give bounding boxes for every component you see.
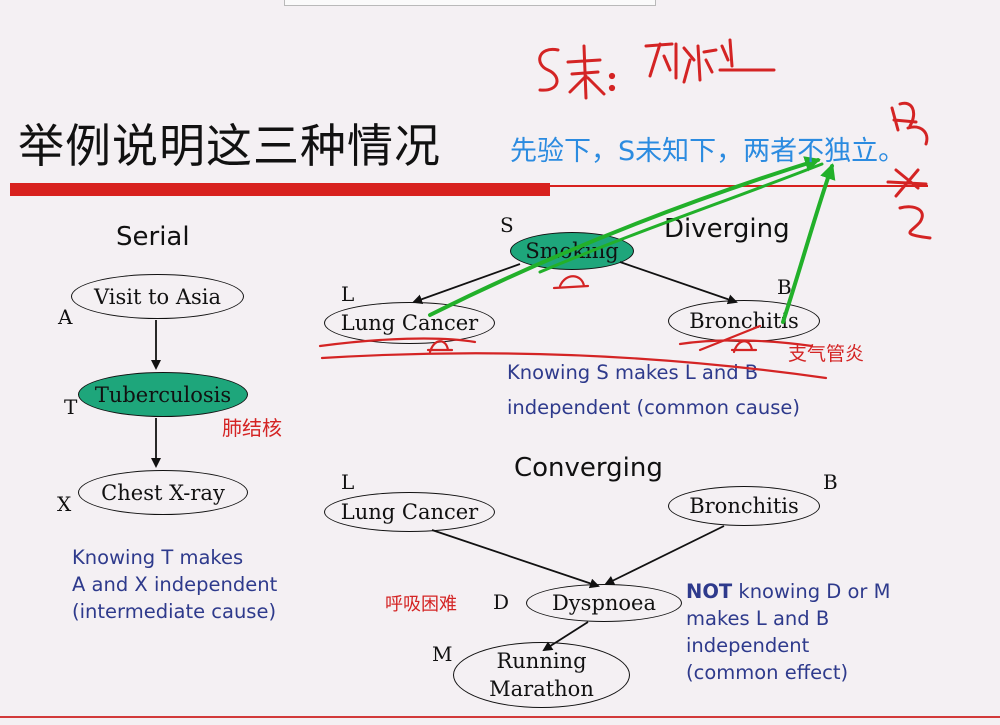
node-letter-b-converging: B xyxy=(823,470,838,494)
edge-dyspnoea-to-marathon xyxy=(542,621,589,652)
annotation-dyspnoea-cn: 呼吸困难 xyxy=(385,594,457,615)
node-letter-x: X xyxy=(57,492,72,516)
converging-note: NOT knowing D or M makes L and B indepen… xyxy=(686,578,890,686)
diverging-heading: Diverging xyxy=(664,214,790,244)
diverging-note-line-1: Knowing S makes L and B xyxy=(507,361,759,384)
node-lung-cancer-converging: Lung Cancer xyxy=(324,492,495,532)
green-arrow-bronchitis xyxy=(781,163,836,324)
node-visit-to-asia: Visit to Asia xyxy=(71,274,244,319)
edge-lung-to-dyspnoea xyxy=(431,529,600,589)
node-letter-t: T xyxy=(64,395,78,419)
serial-heading: Serial xyxy=(116,222,190,252)
diverging-note-line-2: independent (common cause) xyxy=(507,396,800,419)
green-arrow-smoking xyxy=(538,162,824,274)
converging-note-line-3: independent xyxy=(686,634,810,657)
edge-bronchitis-to-dyspnoea xyxy=(604,525,725,585)
serial-note: Knowing T makes A and X independent (int… xyxy=(72,544,277,625)
handwriting-right-red xyxy=(886,101,932,240)
converging-note-line-1: NOT knowing D or M xyxy=(686,578,890,605)
converging-note-line-1-rest: knowing D or M xyxy=(732,580,891,603)
converging-note-bold: NOT xyxy=(686,580,733,603)
node-chest-xray: Chest X-ray xyxy=(78,470,248,515)
green-arrow-lung xyxy=(428,156,821,317)
slide-title: 举例说明这三种情况 xyxy=(18,119,441,173)
blue-annotation-text: 先验下，S未知下，两者不独立。 xyxy=(510,136,906,167)
node-letter-b-diverging: B xyxy=(777,275,792,299)
node-letter-d: D xyxy=(493,590,510,614)
serial-note-line-3: (intermediate cause) xyxy=(72,600,277,623)
node-running-marathon-line-1: Running xyxy=(496,649,587,673)
slide-bottom-rule xyxy=(0,716,1000,718)
edge-smoking-to-bronchitis xyxy=(619,261,738,305)
node-bronchitis-converging: Bronchitis xyxy=(668,486,820,526)
red-underline-strokes xyxy=(318,275,828,380)
node-running-marathon-line-2: Marathon xyxy=(489,677,594,701)
node-running-marathon: Running Marathon xyxy=(453,642,630,708)
serial-note-line-1: Knowing T makes xyxy=(72,546,244,569)
handwriting-top-red xyxy=(538,38,776,100)
node-letter-l-diverging: L xyxy=(341,282,355,306)
annotation-bronchitis-cn: 支气管炎 xyxy=(788,343,865,365)
annotation-tuberculosis-cn: 肺结核 xyxy=(222,416,282,440)
diverging-note: Knowing S makes L and B independent (com… xyxy=(507,355,800,425)
edge-smoking-to-lung xyxy=(412,263,521,305)
serial-note-line-2: A and X independent xyxy=(72,573,278,596)
node-letter-l-converging: L xyxy=(341,470,355,494)
node-tuberculosis: Tuberculosis xyxy=(78,372,248,417)
node-letter-s: S xyxy=(500,213,514,237)
node-letter-a: A xyxy=(58,305,73,329)
converging-note-line-4: (common effect) xyxy=(686,661,849,684)
window-top-tab xyxy=(284,0,656,6)
converging-heading: Converging xyxy=(514,453,663,483)
node-dyspnoea: Dyspnoea xyxy=(526,584,682,622)
converging-note-line-2: makes L and B xyxy=(686,607,830,630)
title-underline-bar xyxy=(10,183,550,196)
node-lung-cancer-diverging: Lung Cancer xyxy=(324,302,495,344)
node-letter-m: M xyxy=(432,642,453,666)
